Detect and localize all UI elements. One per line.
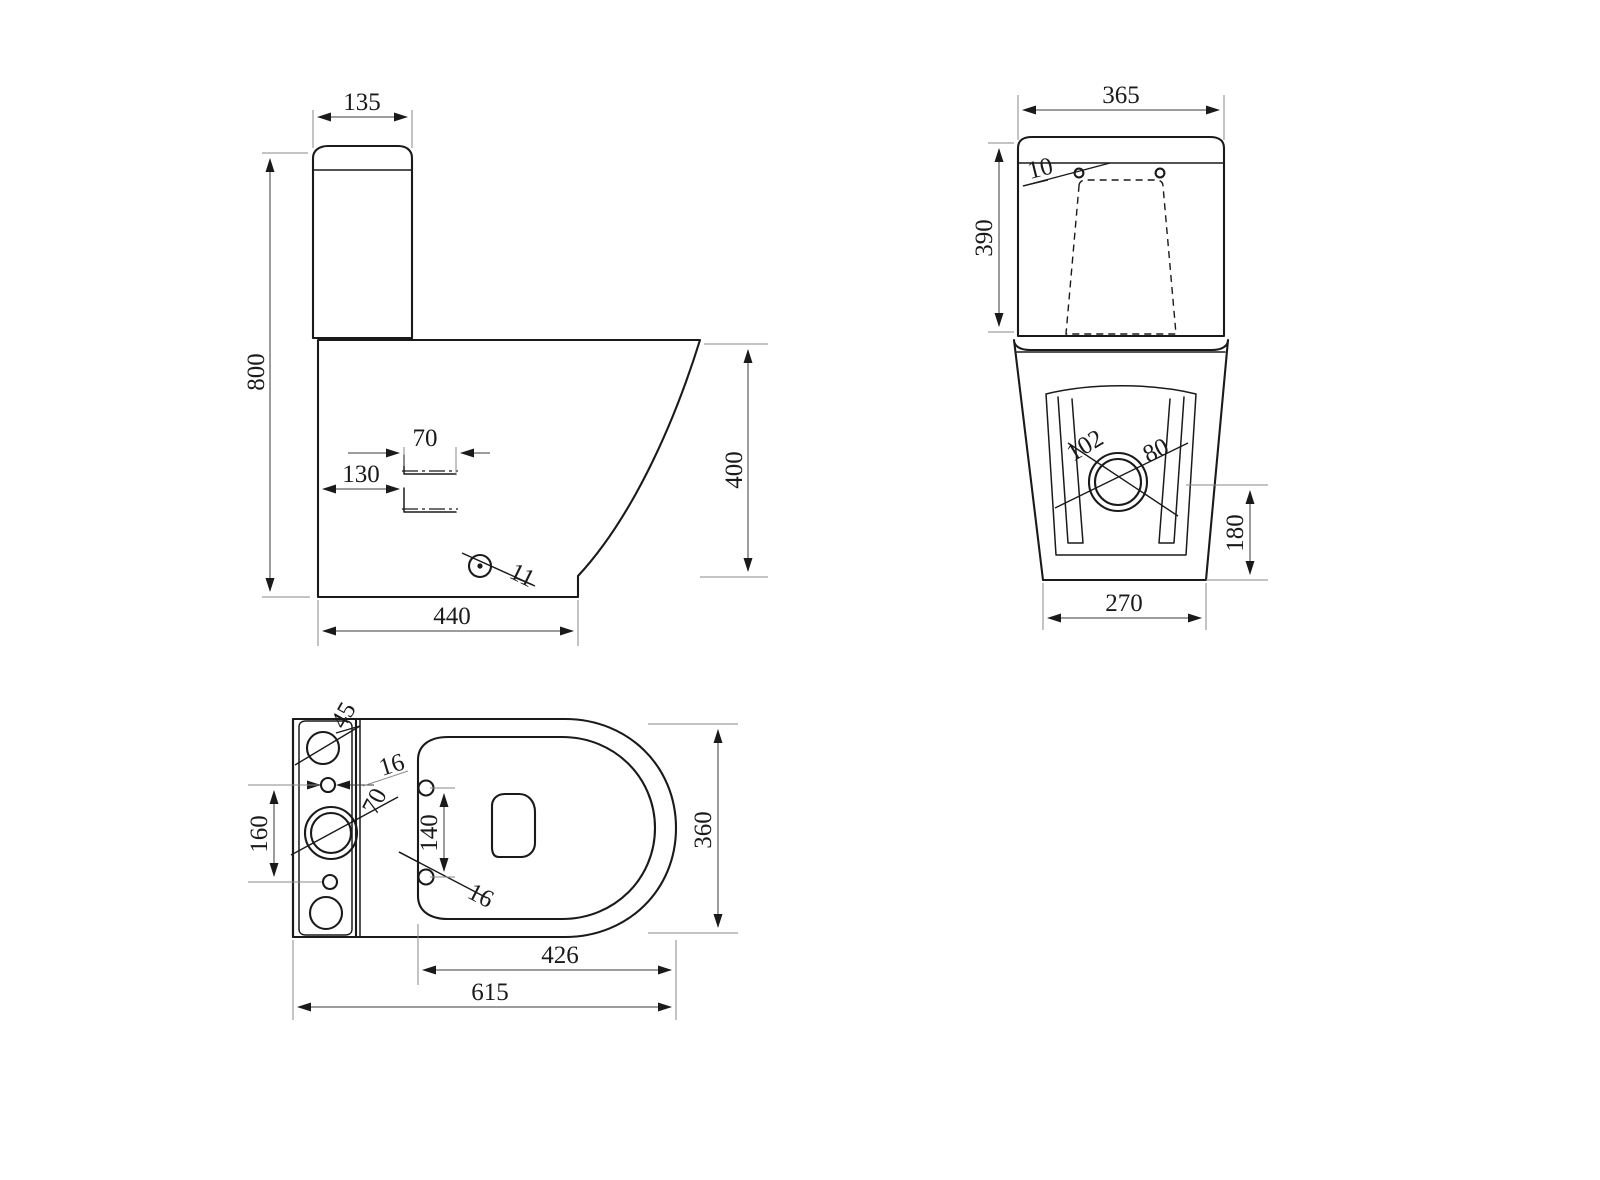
dim-80: 80 bbox=[1139, 433, 1173, 468]
cistern-small-hole-bottom bbox=[321, 873, 339, 891]
outlet-inner-circle bbox=[1093, 457, 1143, 507]
pan-front-recess bbox=[1045, 385, 1197, 556]
tank-hole-leader-tail bbox=[1022, 179, 1049, 187]
dim-390: 390 bbox=[971, 219, 998, 257]
dim-180: 180 bbox=[1222, 514, 1249, 552]
tank-hole-right bbox=[1154, 167, 1166, 179]
ext-16-leader bbox=[362, 770, 409, 787]
dim-426: 426 bbox=[541, 942, 579, 969]
internal-step-lower bbox=[403, 487, 457, 513]
cistern-lower-hole bbox=[308, 895, 344, 931]
cistern-inner-hidden bbox=[1065, 179, 1177, 335]
cistern-small-hole-top bbox=[319, 776, 337, 794]
cistern-plan-rect-inner bbox=[298, 720, 353, 936]
outlet-outer-circle bbox=[1087, 451, 1149, 513]
pan-front-recess-inner-left bbox=[1057, 396, 1084, 544]
fixing-hole-center bbox=[477, 563, 483, 569]
dim-270: 270 bbox=[1105, 590, 1143, 617]
dim-400: 400 bbox=[721, 451, 748, 489]
plan-view: 45 16 70 16 160 140 bbox=[246, 698, 738, 1020]
dim-16-top: 16 bbox=[376, 749, 408, 782]
dim-360: 360 bbox=[690, 811, 717, 849]
dim-365: 365 bbox=[1102, 82, 1140, 109]
dim-130: 130 bbox=[342, 461, 380, 488]
dim-800: 800 bbox=[243, 353, 270, 391]
dim-102: 102 bbox=[1062, 425, 1108, 467]
bowl-rim-outline bbox=[416, 735, 657, 921]
dim-70: 70 bbox=[413, 425, 438, 452]
outlet-leader-80 bbox=[1054, 442, 1189, 509]
dim-16-bottom: 16 bbox=[463, 878, 498, 913]
cistern-side-outline bbox=[311, 144, 414, 342]
outlet-leader-102 bbox=[1067, 442, 1179, 517]
fixing-hole-leader-tail bbox=[515, 577, 536, 587]
dim-160: 160 bbox=[246, 815, 273, 853]
bowl-opening bbox=[490, 792, 537, 859]
cistern-front-outline bbox=[1016, 135, 1226, 338]
pan-bolt-leader-tail bbox=[398, 851, 421, 864]
dim-10: 10 bbox=[1025, 153, 1056, 185]
dim-fixing-hole-11: 11 bbox=[505, 558, 538, 593]
inlet-hole-outer bbox=[303, 805, 359, 861]
side-elevation-view: 11 135 800 400 440 bbox=[243, 89, 768, 646]
inlet-hole-inner bbox=[309, 811, 353, 855]
dim-140: 140 bbox=[416, 814, 443, 852]
dim-615: 615 bbox=[471, 979, 509, 1006]
front-elevation-view: 10 102 80 365 390 180 bbox=[971, 82, 1268, 630]
pan-front-outline bbox=[1012, 338, 1230, 582]
inlet-leader bbox=[290, 796, 399, 856]
pan-side-outline bbox=[316, 338, 702, 599]
flush-valve-leader bbox=[294, 725, 361, 766]
dim-135: 135 bbox=[343, 89, 381, 116]
plan-outer-outline bbox=[291, 717, 678, 939]
dim-70-plan: 70 bbox=[357, 784, 392, 819]
dim-440: 440 bbox=[433, 603, 471, 630]
flush-valve-hole bbox=[305, 730, 341, 766]
pan-front-recess-inner-right bbox=[1158, 396, 1185, 544]
flush-valve-leader-tail bbox=[335, 725, 361, 734]
cistern-plan-rect bbox=[291, 717, 358, 939]
